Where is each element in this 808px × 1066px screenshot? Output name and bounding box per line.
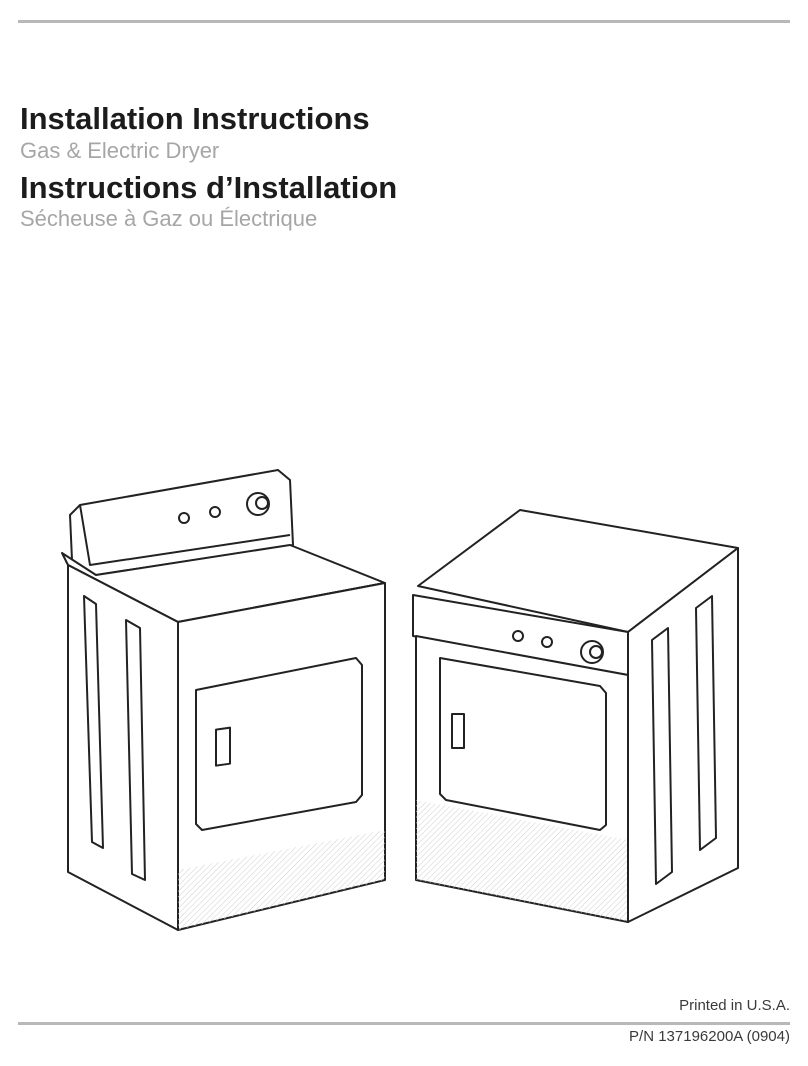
part-number: P/N 137196200A (0904) bbox=[629, 1028, 790, 1045]
subtitle-french: Sécheuse à Gaz ou Électrique bbox=[20, 206, 318, 231]
subtitle: Gas & Electric Dryer bbox=[20, 138, 220, 163]
title: Installation Instructions bbox=[20, 101, 370, 136]
right-dryer bbox=[412, 509, 739, 923]
top-rule bbox=[18, 20, 790, 23]
printed-in-label: Printed in U.S.A. bbox=[679, 997, 790, 1014]
dryers-illustration bbox=[61, 469, 739, 931]
left-dryer bbox=[61, 469, 386, 931]
bottom-rule bbox=[18, 1022, 790, 1025]
title-french: Instructions d’Installation bbox=[20, 170, 398, 205]
